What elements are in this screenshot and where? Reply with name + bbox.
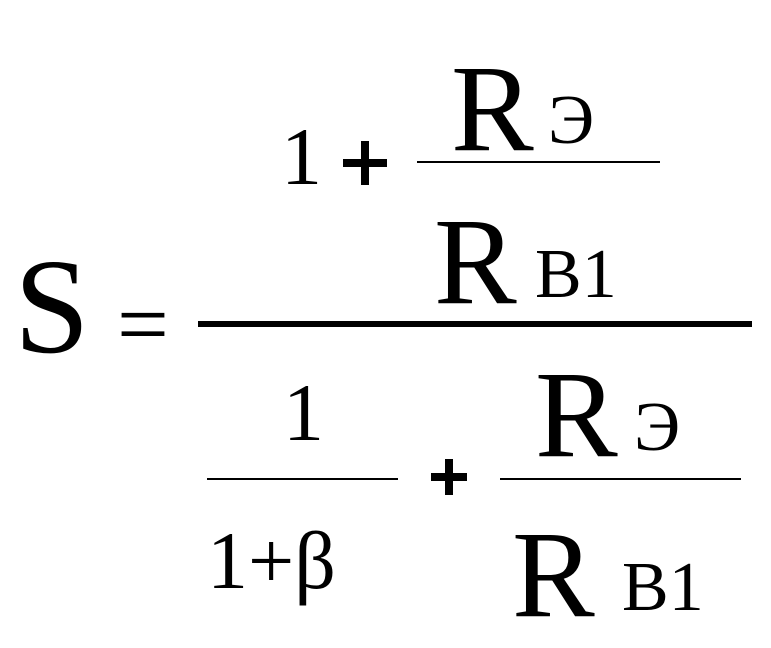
denominator-left-bottom: 1+β	[207, 515, 336, 606]
denominator-left-bar	[207, 478, 398, 480]
denominator-right-top-base: R	[535, 346, 618, 483]
denominator-right-bar	[500, 478, 741, 480]
numerator-one: 1	[281, 111, 322, 202]
main-fraction-bar	[198, 321, 752, 327]
denominator-right-bottom-base: R	[512, 506, 595, 643]
denominator-plus	[431, 459, 467, 495]
numerator-fraction-top-sub: Э	[548, 82, 595, 159]
numerator-fraction-top-base: R	[451, 40, 534, 177]
denominator-right-top-sub: Э	[634, 389, 681, 466]
numerator-fraction-bottom-sub: B1	[535, 236, 617, 313]
numerator-fraction-bottom-base: R	[434, 193, 517, 330]
denominator-right-bottom-sub: B1	[622, 549, 704, 626]
denominator-left-top: 1	[283, 367, 324, 458]
equals-sign: =	[117, 273, 169, 375]
numerator-fraction-bar	[417, 161, 660, 163]
numerator-plus	[343, 141, 387, 185]
lhs-symbol: S	[14, 232, 90, 382]
